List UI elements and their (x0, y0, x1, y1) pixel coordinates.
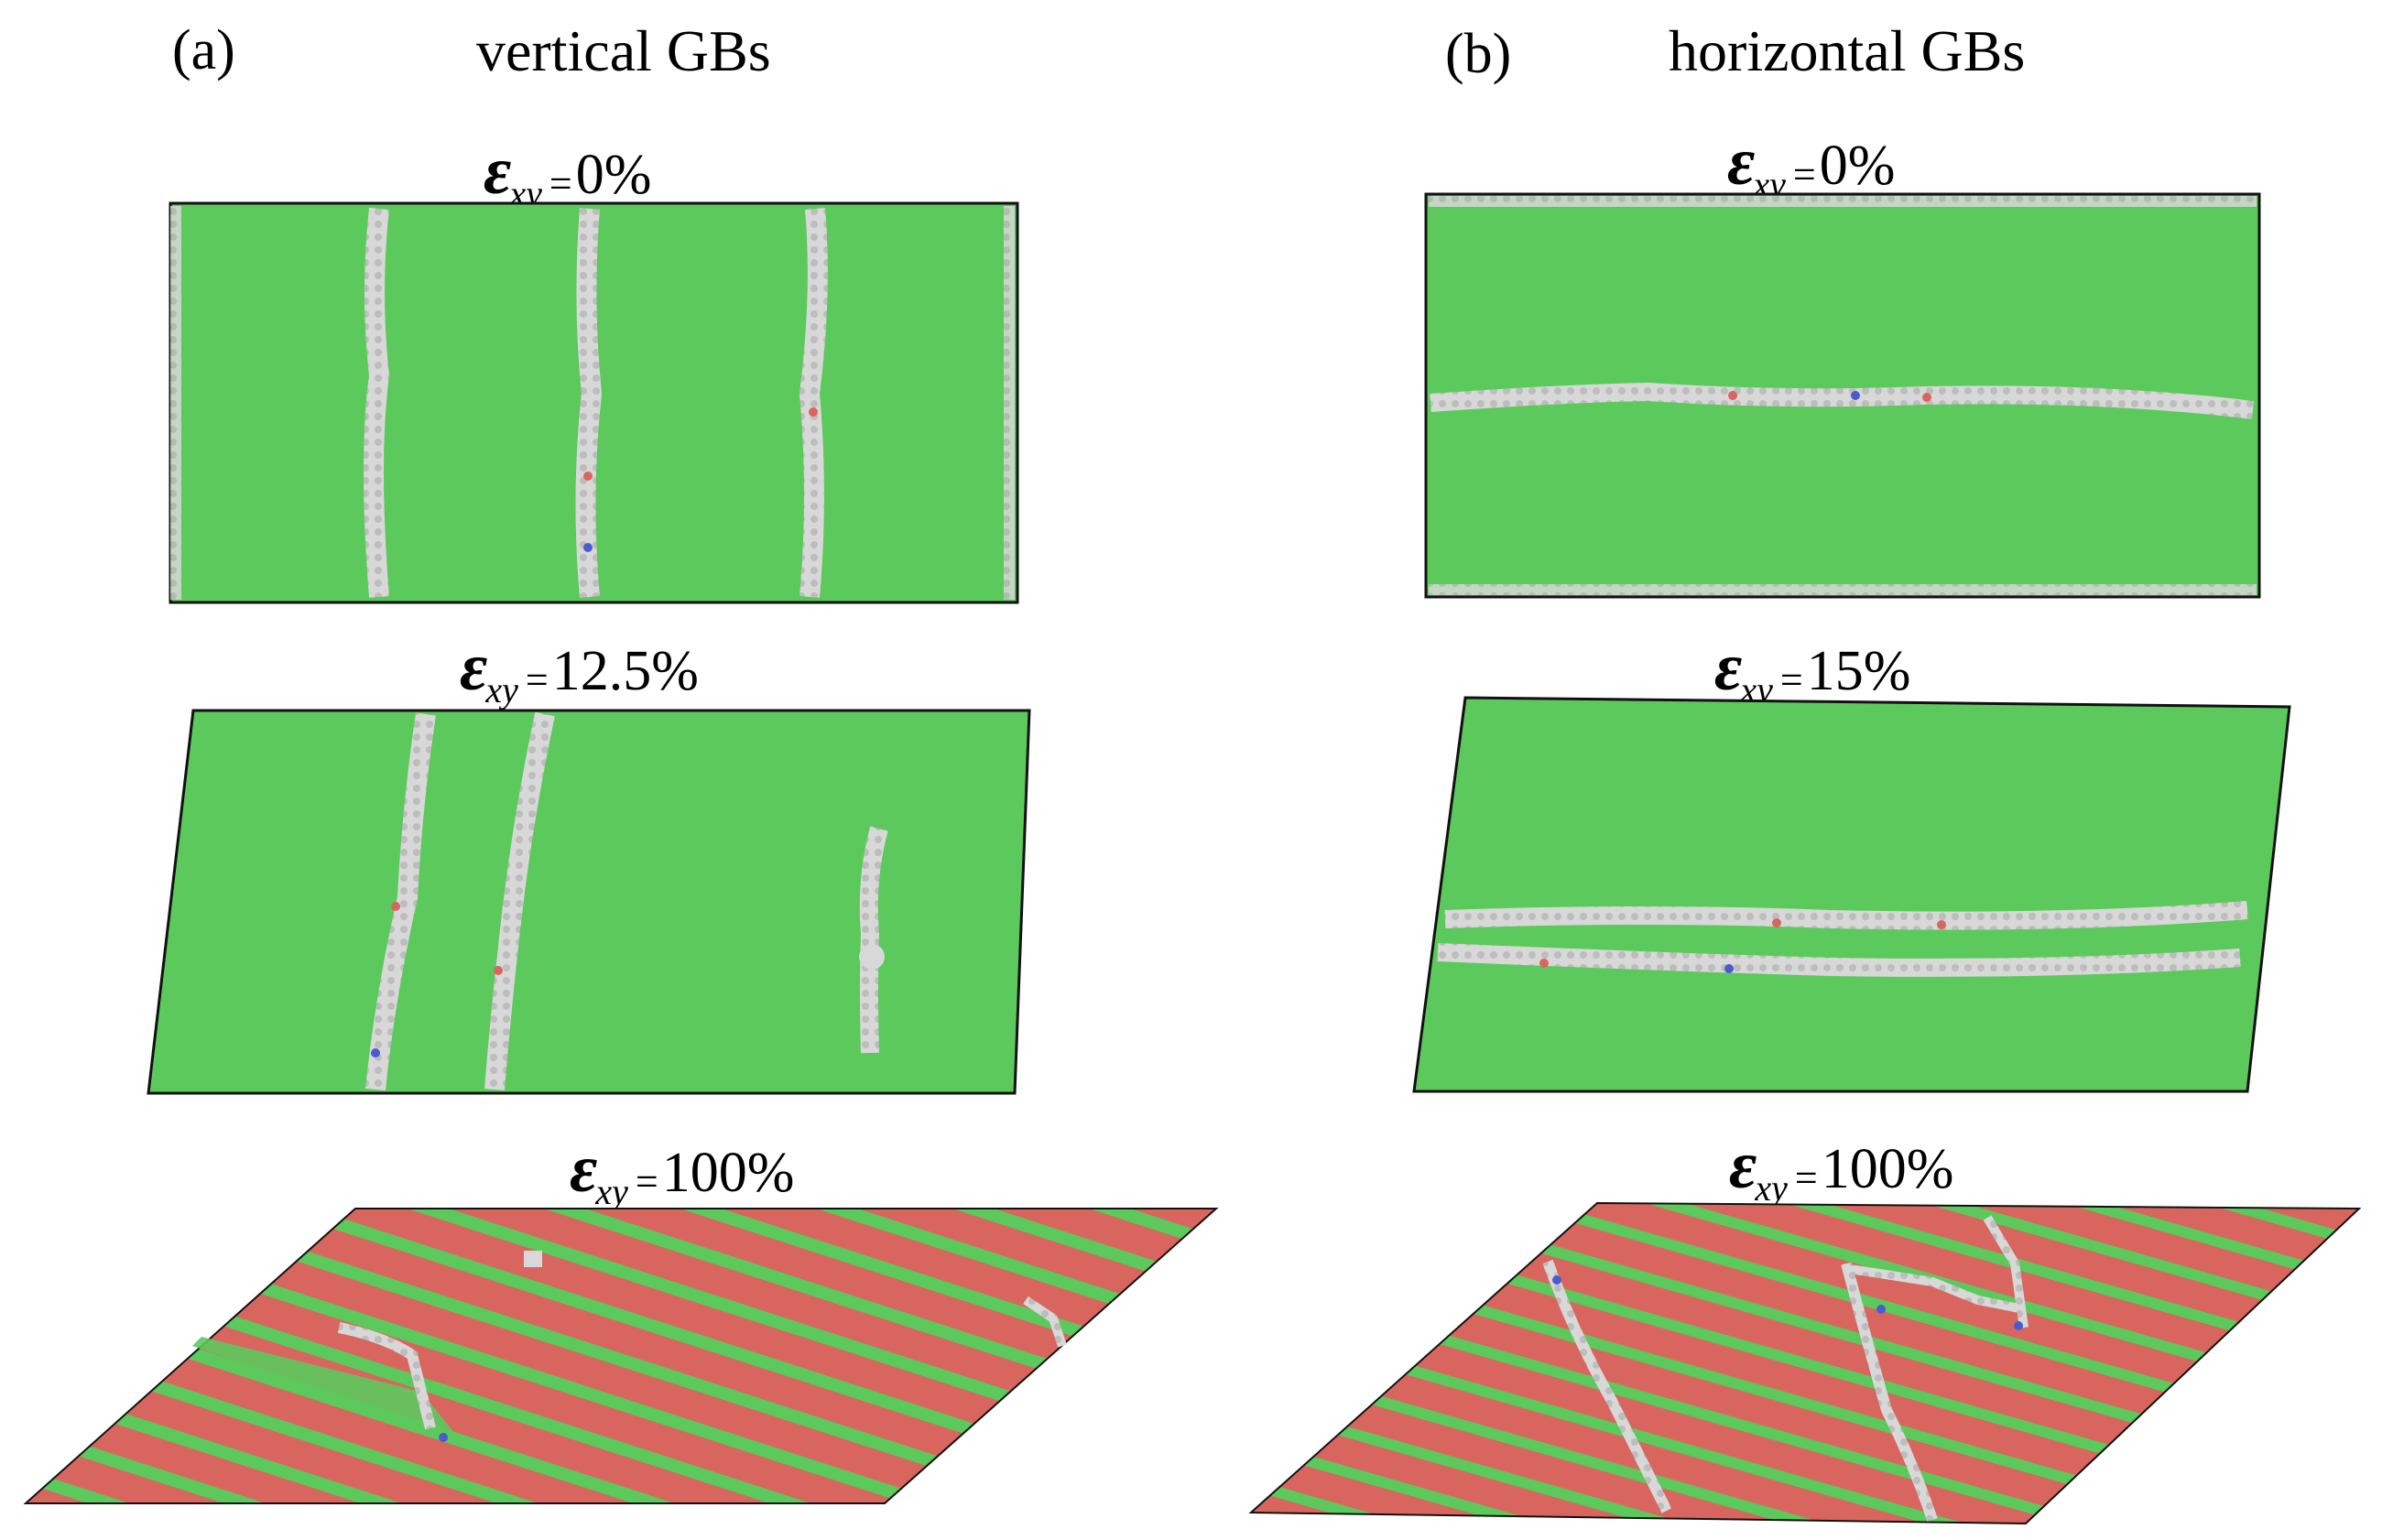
grain-boundary (1444, 901, 2248, 930)
grain-boundary (1429, 196, 2257, 207)
void (859, 944, 885, 970)
strain-label-b-1: εxy=0% (1727, 128, 1896, 203)
strain-label-b-3: εxy=100% (1729, 1132, 1954, 1207)
strain-equals: = (549, 161, 572, 206)
snapshot-a-3 (23, 1208, 1219, 1504)
other-atom (1552, 1275, 1561, 1285)
hcp-atom (1922, 393, 1931, 402)
other-atom (1876, 1305, 1886, 1314)
grain-boundary (859, 826, 888, 1054)
strain-equals: = (1779, 657, 1803, 702)
strain-symbol: ε (1727, 125, 1756, 200)
grain-boundary (1841, 1262, 1938, 1522)
hcp-atom (583, 472, 593, 481)
strain-equals: = (525, 657, 549, 702)
strain-symbol: ε (484, 134, 512, 209)
snapshot-b-1 (1424, 192, 2261, 599)
grain-boundary (1437, 943, 2241, 977)
hcp-atom (1937, 920, 1946, 929)
snapshot-b-2 (1412, 696, 2291, 1093)
hcp-atom (494, 966, 503, 975)
strain-value: 0% (575, 144, 652, 206)
strain-value: 100% (661, 1142, 795, 1204)
strain-value: 100% (1821, 1138, 1954, 1200)
grain-boundary (1004, 206, 1015, 600)
strain-label-b-2: εxy=15% (1714, 634, 1911, 709)
grain-boundary (1429, 584, 2257, 595)
hcp-atom (1772, 918, 1781, 927)
strain-label-a-1: εxy=0% (484, 137, 652, 212)
other-atom (371, 1048, 380, 1057)
snapshot-a-2 (147, 709, 1031, 1095)
fcc-region (192, 1337, 458, 1437)
grain-boundary (1023, 1296, 1067, 1348)
grain-boundary (484, 711, 555, 1090)
hcp-atom (391, 902, 400, 911)
hcp-stripe-region (1248, 1201, 2362, 1525)
other-atom (1851, 391, 1860, 400)
strain-label-a-3: εxy=100% (570, 1135, 795, 1210)
snapshot-a-1 (169, 201, 1019, 604)
hcp-atom (809, 407, 818, 417)
hcp-atom (1728, 391, 1737, 400)
strain-symbol: ε (1729, 1128, 1757, 1203)
other-atom (1724, 964, 1734, 973)
strain-value: 0% (1819, 135, 1896, 197)
panel-a-title: vertical GBs (476, 18, 771, 83)
grain-boundary (365, 712, 436, 1091)
grain-boundary (575, 208, 603, 598)
grain-boundary (1983, 1215, 2029, 1329)
grain-boundary (524, 1251, 542, 1267)
hcp-stripe-region (23, 1208, 1219, 1504)
strain-value: 12.5% (551, 640, 699, 702)
hcp-atom (1539, 959, 1549, 968)
fcc-region (1412, 696, 2291, 1093)
grain-boundary (1430, 382, 2255, 419)
strain-subscript: xy (595, 1171, 628, 1212)
strain-symbol: ε (570, 1132, 598, 1207)
strain-equals: = (635, 1159, 658, 1204)
strain-label-a-2: εxy=12.5% (460, 634, 699, 709)
grain-boundary (799, 208, 828, 598)
strain-symbol: ε (1714, 630, 1743, 705)
strain-subscript: xy (1755, 1167, 1788, 1209)
snapshot-b-3 (1248, 1201, 2362, 1525)
grain-boundary (1849, 1264, 2025, 1314)
grain-boundary (1542, 1259, 1672, 1513)
strain-equals: = (1792, 152, 1816, 197)
strain-subscript: xy (485, 669, 518, 710)
grain-boundary (337, 1322, 436, 1430)
strain-equals: = (1794, 1155, 1818, 1200)
panel-a-letter: (a) (172, 19, 235, 81)
grain-boundary (170, 206, 181, 600)
other-atom (439, 1433, 448, 1442)
fcc-region (147, 709, 1031, 1095)
other-atom (2014, 1321, 2023, 1330)
strain-value: 15% (1806, 640, 1911, 702)
strain-symbol: ε (460, 630, 488, 705)
other-atom (583, 543, 593, 552)
panel-b-title: horizontal GBs (1669, 18, 2026, 83)
grain-boundary (364, 207, 390, 598)
panel-b-letter: (b) (1445, 23, 1512, 85)
